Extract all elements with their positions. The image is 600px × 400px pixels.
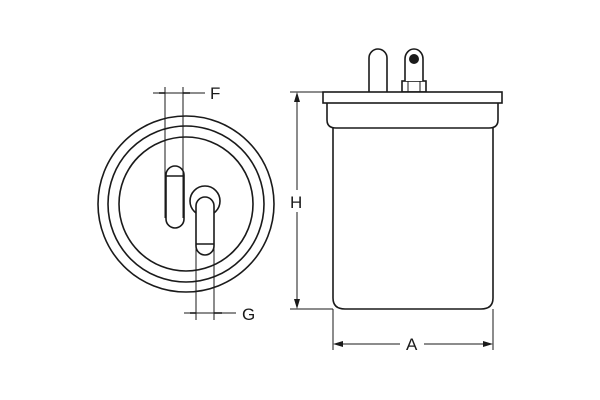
dimension-g: G [184,210,255,324]
inner-ring [118,136,254,272]
label-a: A [406,335,418,354]
filter-lid [322,91,503,104]
filter-collar [326,103,499,129]
dimension-f: F [153,84,220,218]
filter-body [332,128,494,310]
outer-ring [97,115,275,293]
outlet-bore [409,54,419,64]
middle-ring [107,125,265,283]
top-view: F G [97,84,275,324]
label-g: G [242,305,255,324]
side-view: H A [290,48,503,354]
dimension-h: H [290,91,333,310]
label-f: F [210,84,220,103]
label-h: H [290,193,302,212]
inlet-pipe [368,48,388,92]
right-port-slot [195,196,215,256]
outlet-fitting [401,48,427,93]
left-port-slot [165,165,185,229]
dimension-a: A [332,309,494,354]
